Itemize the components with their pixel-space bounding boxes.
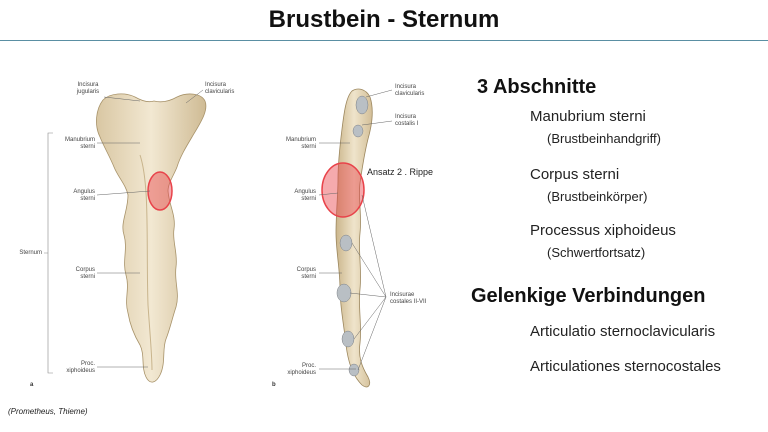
label-manubrium-sterni-a: Manubrium sterni [64, 137, 95, 150]
label-corpus-sterni-a: Corpus sterni [75, 267, 95, 280]
bone-shading [139, 154, 153, 371]
angulus-highlight-a [147, 171, 173, 211]
slide-title: Brustbein - Sternum [268, 6, 500, 33]
annotation-ansatz-2-rippe: Ansatz 2 . Rippe [367, 167, 434, 177]
section-sub-manubrium: (Brustbeinhandgriff) [547, 131, 661, 146]
heading-gelenkige-verbindungen: Gelenkige Verbindungen [471, 285, 706, 307]
section-item-manubrium: Manubrium sterni [530, 108, 646, 125]
sternum-bracket [44, 132, 53, 374]
section-sub-xiphoideus: (Schwertfortsatz) [547, 245, 646, 260]
label-sternum: Sternum [19, 250, 42, 256]
label-incisura-clavicularis-b: Incisura clavicularis [395, 84, 425, 97]
section-item-xiphoideus: Processus xiphoideus [530, 222, 676, 239]
sternum-front-bone [96, 93, 207, 383]
label-incisura-jugularis: Incisura jugularis [76, 82, 100, 95]
leader-lines-a [96, 89, 204, 368]
costal-notches [336, 95, 369, 377]
label-incisura-costalis-i: Incisura costalis I [395, 114, 419, 127]
sternum-illustration: Incisura jugularis Incisura clavicularis… [0, 45, 460, 415]
label-manubrium-sterni-b: Manubrium sterni [285, 137, 316, 150]
panel-letter-b: b [272, 382, 276, 388]
label-corpus-sterni-b: Corpus sterni [296, 267, 316, 280]
angulus-highlight-b [321, 162, 365, 218]
title-divider [0, 40, 768, 41]
section-sub-corpus: (Brustbeinkörper) [547, 189, 648, 204]
leader-lines-b [318, 89, 393, 371]
label-angulus-sterni-b: Angulus sterni [294, 189, 316, 202]
joint-item-sternocostales: Articulationes sternocostales [530, 358, 721, 375]
label-incisurae-costales: Incisurae costales II-VII [390, 292, 427, 305]
panel-letter-a: a [30, 382, 34, 388]
sternum-drawing [44, 88, 393, 388]
label-proc-xiphoideus-b: Proc. xiphoideus [287, 363, 316, 376]
section-item-corpus: Corpus sterni [530, 166, 620, 183]
label-proc-xiphoideus-a: Proc. xiphoideus [66, 361, 95, 374]
joint-item-sternoclavicularis: Articulatio sternoclavicularis [530, 323, 716, 340]
label-incisura-clavicularis-a: Incisura clavicularis [205, 82, 235, 95]
label-angulus-sterni-a: Angulus sterni [73, 189, 95, 202]
image-credit: (Prometheus, Thieme) [8, 407, 88, 416]
heading-3-abschnitte: 3 Abschnitte [477, 76, 597, 98]
